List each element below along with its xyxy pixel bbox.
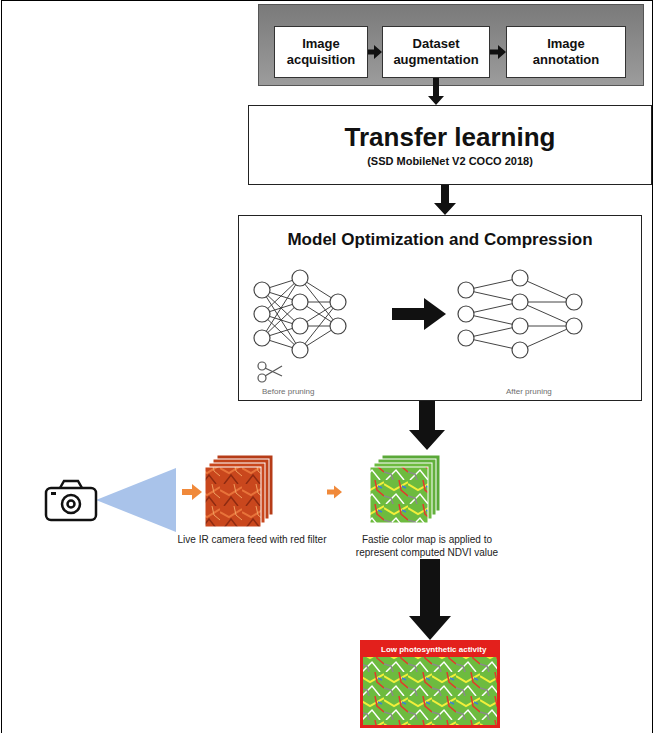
stage-panel: Model Optimization and Compression bbox=[238, 215, 642, 401]
flow-arrow bbox=[327, 486, 342, 499]
node-text: Live IR camera feed with red filter bbox=[177, 534, 327, 547]
ir-image-stack bbox=[205, 455, 273, 527]
flow-arrow bbox=[434, 185, 456, 215]
scissors-icon bbox=[258, 362, 282, 382]
process-box: Image acquisition bbox=[274, 26, 368, 78]
pruning-arrow bbox=[392, 298, 446, 330]
node-text: Transfer learning bbox=[345, 123, 556, 153]
feed-arrow bbox=[182, 484, 202, 500]
node-text: (SSD MobileNet V2 COCO 2018) bbox=[367, 155, 533, 167]
caption-label: Before pruning bbox=[262, 387, 314, 396]
flow-arrow bbox=[409, 559, 451, 640]
node-text: Image annotation bbox=[513, 36, 619, 69]
image-stack: Fastie color map is applied to represent… bbox=[342, 450, 512, 559]
image-stack: Live IR camera feed with red filter bbox=[177, 450, 327, 547]
node-text: Model Optimization and Compression bbox=[249, 230, 631, 250]
neural-net-before bbox=[254, 270, 346, 358]
camera-beam bbox=[96, 468, 176, 532]
flow-arrow bbox=[409, 401, 445, 450]
neural-net-after bbox=[458, 270, 582, 358]
process-box: Dataset augmentation bbox=[382, 26, 490, 78]
process-box: Image annotation bbox=[506, 26, 626, 78]
flow-arrow bbox=[428, 78, 444, 105]
flow-arrow bbox=[490, 45, 506, 59]
ndvi-image-stack bbox=[370, 455, 440, 523]
flow-arrow bbox=[368, 45, 382, 59]
result-image-box: Low photosynthetic activity bbox=[360, 640, 500, 728]
stage-box: Transfer learning (SSD MobileNet V2 COCO … bbox=[248, 105, 652, 185]
node-text: Low photosynthetic activity bbox=[363, 643, 497, 657]
result-image bbox=[361, 641, 499, 727]
node-text: Dataset augmentation bbox=[389, 36, 483, 69]
node-text: Fastie color map is applied to represent… bbox=[342, 534, 512, 559]
node-text: Image acquisition bbox=[281, 36, 361, 69]
caption-label: After pruning bbox=[506, 387, 552, 396]
camera-icon bbox=[46, 468, 176, 532]
